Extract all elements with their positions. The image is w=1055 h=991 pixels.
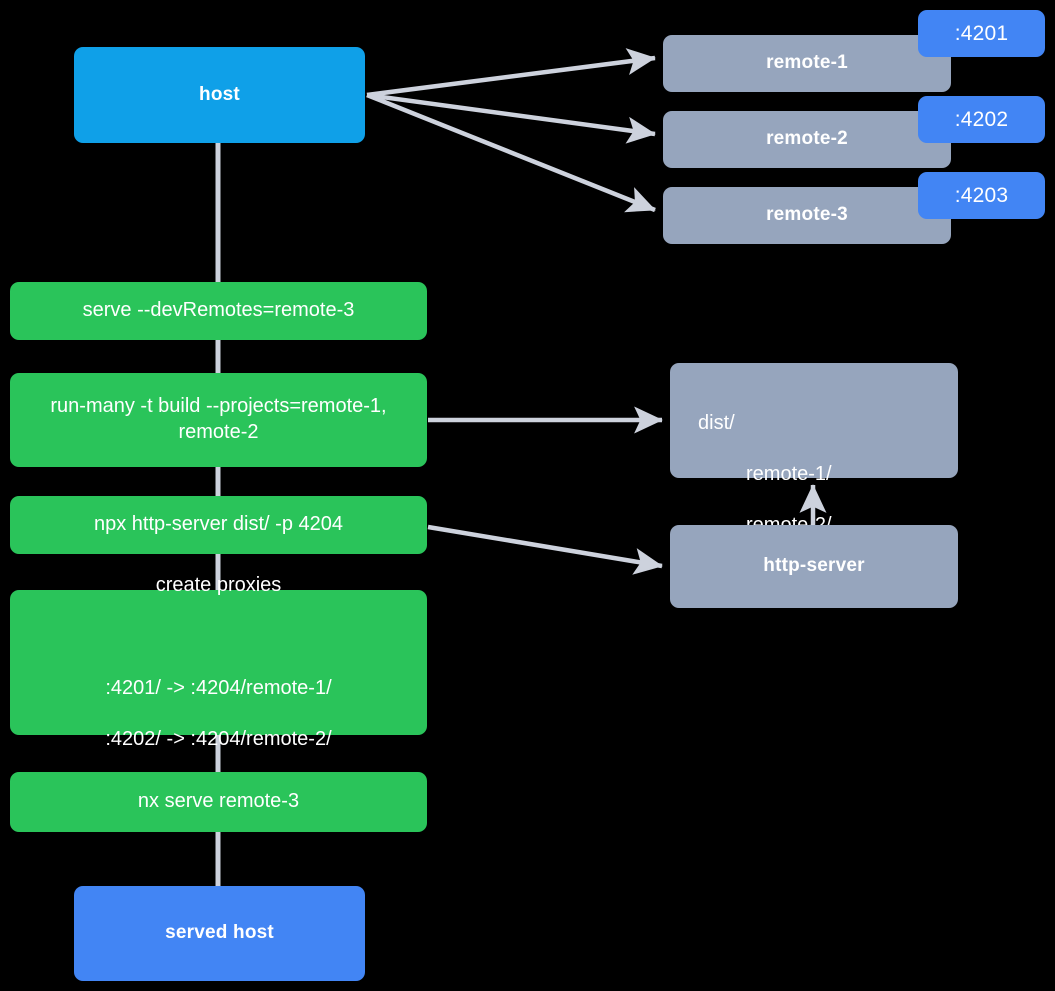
edge-host-to-remote-2 xyxy=(366,92,656,144)
node-serve-devremotes[interactable]: serve --devRemotes=remote-3 xyxy=(10,282,427,340)
dist-root-label: dist/ xyxy=(698,411,735,434)
node-remote-3[interactable]: remote-3 xyxy=(663,187,951,244)
node-remote-1-label: remote-1 xyxy=(766,52,848,74)
node-host-label: host xyxy=(199,83,240,105)
badge-remote-2-port: :4202 xyxy=(918,96,1045,143)
node-dist-output[interactable]: dist/ remote-1/ remote-2/ xyxy=(670,363,958,536)
badge-remote-3-port: :4203 xyxy=(918,172,1045,219)
badge-remote-2-port-label: :4202 xyxy=(954,107,1009,131)
create-proxies-title: create proxies xyxy=(155,573,282,596)
node-run-many[interactable]: run-many -t build --projects=remote-1, r… xyxy=(10,373,427,467)
node-http-server-label: http-server xyxy=(763,555,865,577)
node-remote-3-label: remote-3 xyxy=(766,204,848,226)
badge-remote-1-port: :4201 xyxy=(918,10,1045,57)
node-nx-serve-remote-3[interactable]: nx serve remote-3 xyxy=(10,772,427,832)
node-served-host[interactable]: served host xyxy=(74,886,365,981)
node-nx-serve-remote-3-label: nx serve remote-3 xyxy=(137,790,300,813)
node-host[interactable]: host xyxy=(74,47,365,143)
node-create-proxies[interactable]: create proxies :4201/ -> :4204/remote-1/… xyxy=(10,574,427,750)
node-remote-1[interactable]: remote-1 xyxy=(663,35,951,92)
badge-remote-3-port-label: :4203 xyxy=(954,183,1009,207)
badge-remote-1-port-label: :4201 xyxy=(954,21,1009,45)
edge-npx-to-httpserver xyxy=(427,524,663,575)
node-create-proxies-content: create proxies :4201/ -> :4204/remote-1/… xyxy=(105,547,331,778)
node-npx-http-server[interactable]: npx http-server dist/ -p 4204 xyxy=(10,496,427,554)
create-proxies-spacer xyxy=(105,624,331,650)
node-remote-2-label: remote-2 xyxy=(766,128,848,150)
node-remote-2[interactable]: remote-2 xyxy=(663,111,951,168)
node-npx-http-server-label: npx http-server dist/ -p 4204 xyxy=(93,513,343,536)
edge-host-to-remote-3 xyxy=(366,92,656,213)
host-to-remote-arrows xyxy=(366,48,656,213)
node-http-server[interactable]: http-server xyxy=(670,525,958,608)
dist-child-remote-1: remote-1/ xyxy=(746,462,832,485)
node-serve-devremotes-label: serve --devRemotes=remote-3 xyxy=(82,299,355,322)
node-run-many-label: run-many -t build --projects=remote-1, r… xyxy=(50,395,387,443)
edge-host-to-remote-1 xyxy=(366,48,656,98)
proxy-mapping-1: :4201/ -> :4204/remote-1/ xyxy=(105,676,332,699)
node-served-host-label: served host xyxy=(165,922,274,944)
proxy-mapping-2: :4202/ -> :4204/remote-2/ xyxy=(105,727,332,750)
